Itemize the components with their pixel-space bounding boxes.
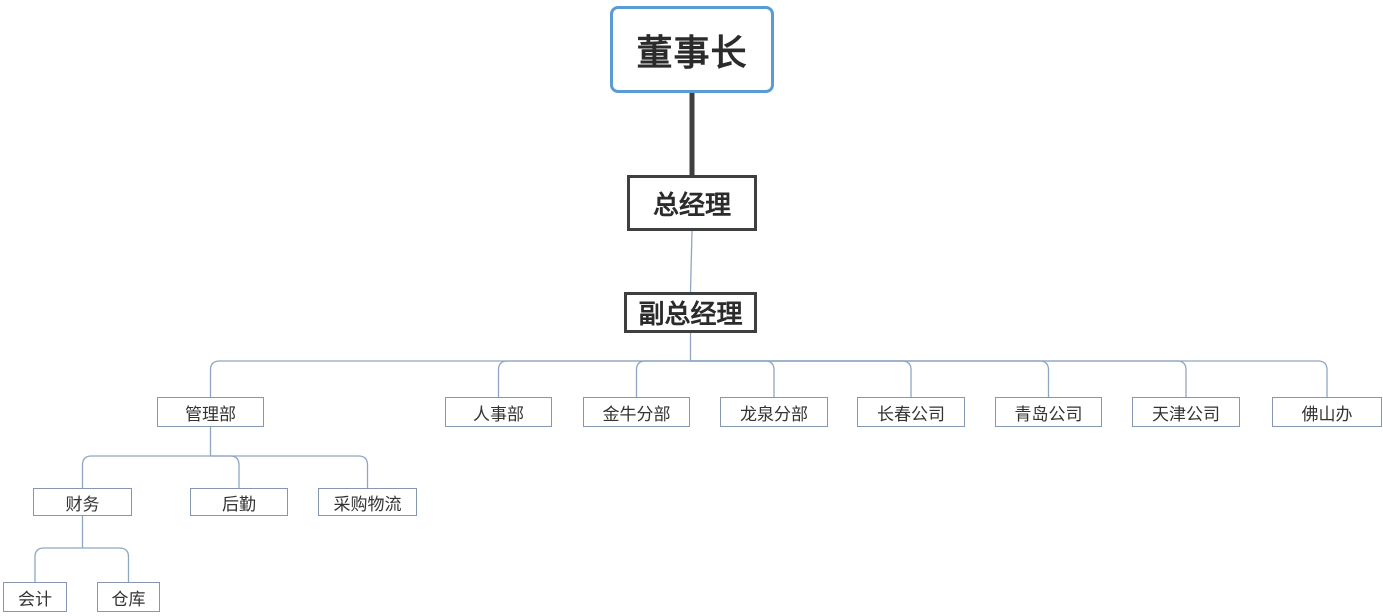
org-node-label: 仓库 bbox=[111, 589, 146, 609]
connector-deputy-general-manager-changchun-company bbox=[690, 360, 912, 397]
org-node-label: 财务 bbox=[65, 494, 100, 514]
org-node-label: 董事长 bbox=[636, 31, 748, 73]
org-node-procurement-logistics[interactable]: 采购物流 bbox=[318, 488, 417, 516]
org-node-warehouse[interactable]: 仓库 bbox=[97, 582, 160, 612]
connector-finance-warehouse bbox=[82, 547, 130, 582]
connector-deputy-general-manager-jinniu-branch bbox=[635, 360, 691, 397]
org-node-label: 金牛分部 bbox=[602, 404, 671, 424]
connector-finance-accounting bbox=[34, 547, 83, 582]
connector-deputy-general-manager-foshan-office bbox=[690, 360, 1328, 397]
org-node-general-manager[interactable]: 总经理 bbox=[627, 175, 757, 231]
org-node-longquan-branch[interactable]: 龙泉分部 bbox=[720, 397, 828, 427]
org-node-jinniu-branch[interactable]: 金牛分部 bbox=[583, 397, 690, 427]
org-node-label: 总经理 bbox=[652, 189, 731, 220]
org-node-qingdao-company[interactable]: 青岛公司 bbox=[995, 397, 1102, 427]
org-node-label: 青岛公司 bbox=[1014, 404, 1083, 424]
org-node-label: 采购物流 bbox=[333, 494, 402, 514]
org-node-label: 会计 bbox=[18, 589, 52, 609]
org-node-label: 龙泉分部 bbox=[740, 404, 808, 424]
org-node-label: 人事部 bbox=[473, 404, 524, 424]
connector-deputy-general-manager-management-dept bbox=[209, 360, 691, 397]
org-node-accounting[interactable]: 会计 bbox=[3, 582, 67, 612]
org-node-deputy-general-manager[interactable]: 副总经理 bbox=[624, 292, 757, 333]
org-node-foshan-office[interactable]: 佛山办 bbox=[1272, 397, 1382, 427]
org-node-changchun-company[interactable]: 长春公司 bbox=[857, 397, 965, 427]
org-node-label: 长春公司 bbox=[877, 404, 945, 424]
connector-deputy-general-manager-tianjin-company bbox=[690, 360, 1187, 397]
org-node-hr-dept[interactable]: 人事部 bbox=[445, 397, 552, 427]
org-node-chairman[interactable]: 董事长 bbox=[610, 6, 774, 93]
connector-management-dept-logistics bbox=[210, 455, 240, 488]
org-node-logistics[interactable]: 后勤 bbox=[190, 488, 288, 516]
org-node-management-dept[interactable]: 管理部 bbox=[157, 397, 264, 427]
org-node-tianjin-company[interactable]: 天津公司 bbox=[1132, 397, 1240, 427]
connector-deputy-general-manager-qingdao-company bbox=[690, 360, 1050, 397]
connector-general-manager-deputy-general-manager bbox=[689, 230, 693, 293]
org-node-label: 管理部 bbox=[185, 404, 236, 424]
connector-management-dept-finance bbox=[81, 455, 211, 488]
org-node-finance[interactable]: 财务 bbox=[33, 488, 132, 516]
connector-management-dept-procurement-logistics bbox=[210, 455, 369, 488]
connector-deputy-general-manager-hr-dept bbox=[497, 360, 691, 397]
connector-deputy-general-manager-longquan-branch bbox=[690, 360, 775, 397]
org-node-label: 副总经理 bbox=[638, 299, 743, 329]
org-node-label: 佛山办 bbox=[1301, 404, 1353, 424]
org-node-label: 后勤 bbox=[222, 494, 256, 514]
org-node-label: 天津公司 bbox=[1152, 404, 1220, 424]
